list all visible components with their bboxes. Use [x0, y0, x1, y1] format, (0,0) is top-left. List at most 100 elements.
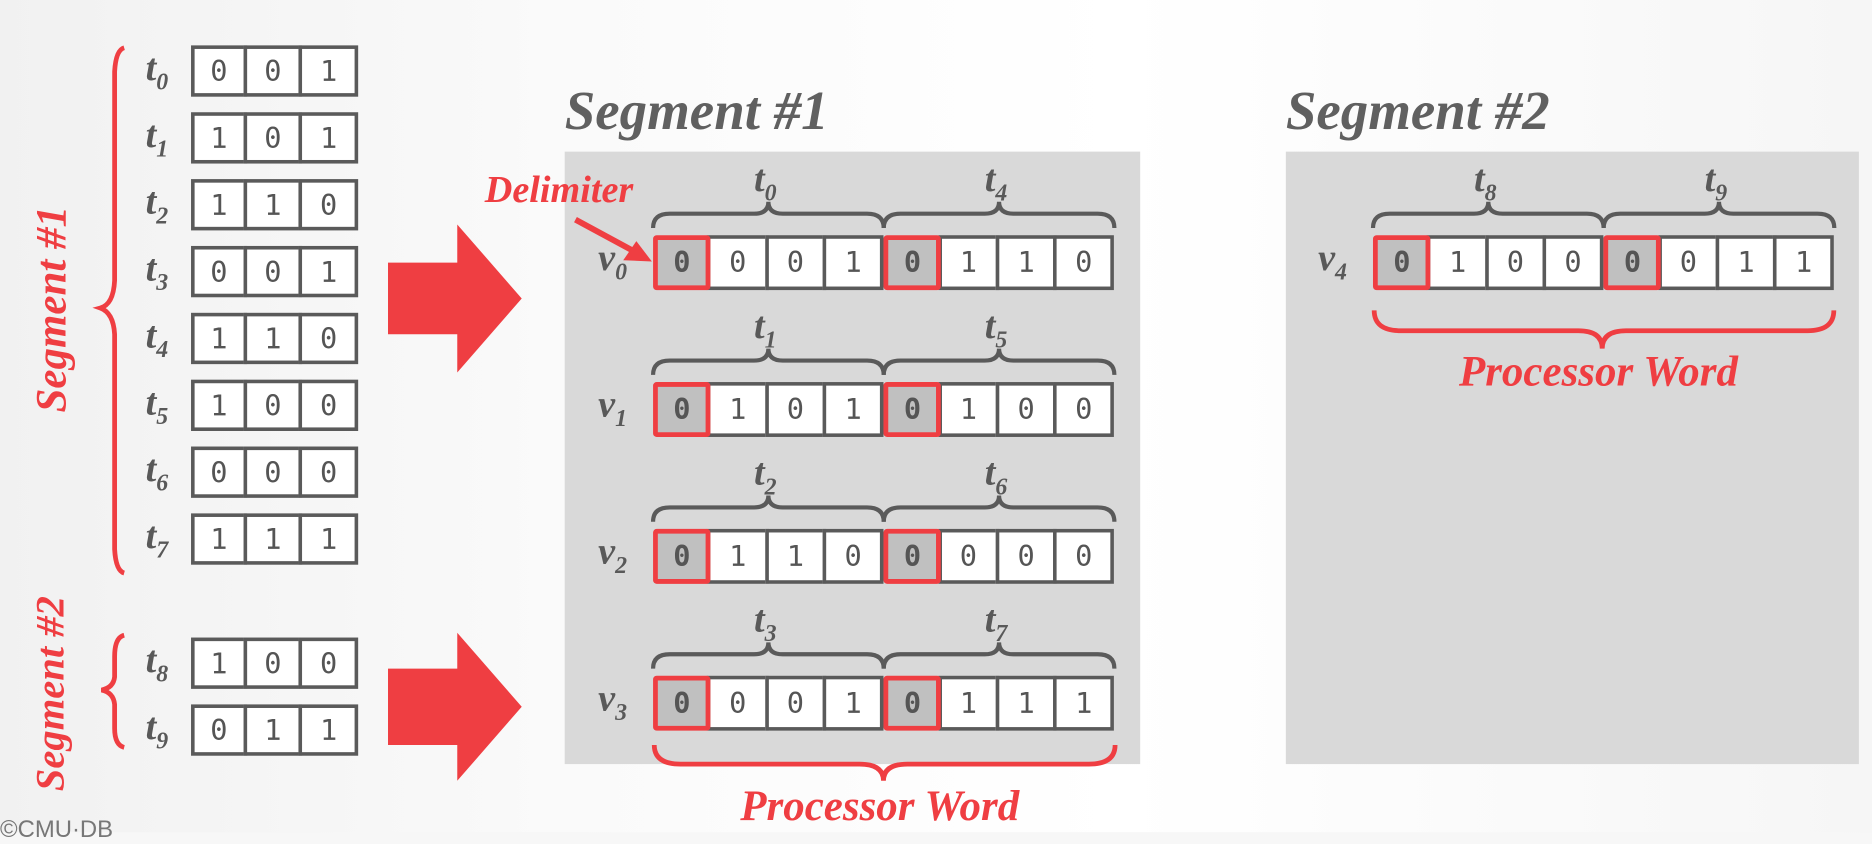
- label-letter: t: [145, 379, 157, 423]
- vector-label: v1: [598, 384, 627, 431]
- tuple-bit-cell: 0: [298, 446, 359, 498]
- label-letter: v: [1318, 235, 1336, 279]
- arrow-right-icon: [388, 632, 522, 781]
- vector-bit-cell: 1: [1715, 235, 1777, 291]
- label-subscript: 4: [1335, 259, 1347, 286]
- delimiter-bit-cell: 0: [883, 382, 942, 437]
- tuple-brace: [650, 348, 886, 376]
- arrow-right-icon: [388, 224, 522, 373]
- tuple-bit-cell: 1: [298, 112, 359, 164]
- processor-word-brace-1: [651, 744, 1118, 782]
- vector-bit-cell: 1: [937, 382, 1000, 437]
- vector-tuple-label: t9: [1705, 159, 1728, 206]
- segment-2-title: Segment #2: [1285, 79, 1550, 141]
- segment-1-brace: [92, 45, 126, 576]
- vector-tuple-label: t7: [985, 599, 1008, 646]
- delimiter-label: Delimiter: [484, 167, 634, 211]
- vector-bit-cell: 1: [1427, 235, 1489, 291]
- tuple-bit-cell: 1: [243, 179, 303, 231]
- tuple-bit-cell: 1: [243, 513, 303, 565]
- vector-tuple-label: t5: [985, 306, 1008, 353]
- tuple-label: t4: [146, 315, 169, 362]
- vector-bit-cell: 0: [1053, 382, 1115, 437]
- label-letter: t: [145, 112, 157, 156]
- delimiter-arrowhead-icon: [623, 241, 652, 262]
- label-letter: t: [984, 596, 996, 640]
- tuple-bit-cell: 1: [298, 513, 359, 565]
- label-subscript: 2: [156, 202, 169, 230]
- vector-bit-cell: 1: [707, 528, 769, 584]
- vector-bit-cell: 1: [822, 235, 884, 291]
- label-letter: t: [984, 450, 996, 494]
- tuple-bit-cell: 1: [298, 245, 359, 298]
- vector-bit-cell: 0: [707, 675, 769, 731]
- label-subscript: 7: [995, 620, 1008, 648]
- label-subscript: 3: [764, 620, 777, 648]
- label-subscript: 5: [156, 403, 169, 430]
- vector-tuple-label: t1: [754, 306, 777, 353]
- tuple-label: t7: [146, 516, 169, 563]
- tuple-label: t0: [146, 48, 169, 95]
- tuple-label: t9: [146, 707, 169, 754]
- tuple-label: t8: [146, 640, 169, 687]
- tuple-bit-cell: 1: [191, 112, 247, 164]
- label-subscript: 2: [764, 473, 777, 501]
- label-letter: t: [145, 704, 157, 748]
- label-letter: t: [754, 450, 765, 494]
- label-subscript: 6: [156, 470, 169, 497]
- label-letter: t: [754, 303, 765, 347]
- tuple-bit-cell: 1: [243, 704, 303, 756]
- tuple-brace: [881, 495, 1117, 522]
- label-subscript: 9: [1715, 180, 1728, 207]
- tuple-bit-cell: 1: [298, 704, 359, 756]
- label-letter: t: [1473, 156, 1485, 200]
- vector-bit-cell: 0: [1657, 235, 1719, 291]
- label-subscript: 5: [995, 327, 1008, 354]
- label-subscript: 8: [1484, 180, 1497, 207]
- segment-1-title: Segment #1: [564, 79, 829, 141]
- vector-bit-cell: 0: [995, 528, 1057, 584]
- vector-bit-cell: 0: [764, 235, 827, 291]
- tuple-brace: [650, 201, 886, 229]
- tuple-bit-cell: 0: [191, 446, 247, 498]
- vector-bit-cell: 1: [937, 235, 1000, 291]
- vector-bit-cell: 1: [1053, 675, 1115, 731]
- label-letter: t: [754, 156, 765, 200]
- label-letter: t: [1704, 156, 1716, 200]
- tuple-brace: [1370, 201, 1606, 229]
- tuple-label: t5: [146, 382, 169, 429]
- tuple-bit-cell: 1: [191, 312, 247, 365]
- tuple-bit-cell: 0: [298, 312, 359, 365]
- tuple-bit-cell: 0: [243, 637, 303, 689]
- label-letter: v: [598, 675, 616, 719]
- label-subscript: 6: [995, 473, 1008, 501]
- vector-bit-cell: 0: [995, 382, 1057, 437]
- delimiter-bit-cell: 0: [1372, 235, 1431, 291]
- delimiter-bit-cell: 0: [653, 382, 711, 437]
- segment-2-brace: [100, 632, 126, 750]
- vector-bit-cell: 0: [764, 675, 827, 731]
- tuple-bit-cell: 0: [298, 179, 359, 231]
- label-subscript: 4: [156, 336, 169, 363]
- delimiter-bit-cell: 0: [883, 675, 942, 731]
- delimiter-bit-cell: 0: [883, 528, 942, 584]
- label-subscript: 4: [995, 180, 1008, 207]
- tuple-bit-cell: 0: [298, 379, 359, 431]
- vector-tuple-label: t4: [985, 159, 1008, 206]
- vector-bit-cell: 1: [1773, 235, 1835, 291]
- tuple-brace: [881, 642, 1117, 669]
- vector-bit-cell: 0: [1053, 528, 1115, 584]
- tuple-bit-cell: 1: [243, 312, 303, 365]
- label-subscript: 1: [615, 405, 628, 433]
- delimiter-pointer-arrow: [574, 217, 637, 255]
- tuple-brace: [1601, 201, 1837, 229]
- label-letter: t: [145, 637, 157, 681]
- tuple-bit-cell: 1: [191, 513, 247, 565]
- label-letter: t: [754, 596, 765, 640]
- delimiter-bit-cell: 0: [653, 528, 711, 584]
- vector-bit-cell: 0: [1484, 235, 1546, 291]
- label-letter: t: [145, 446, 157, 490]
- label-subscript: 8: [156, 661, 169, 688]
- vector-label: v3: [598, 678, 627, 725]
